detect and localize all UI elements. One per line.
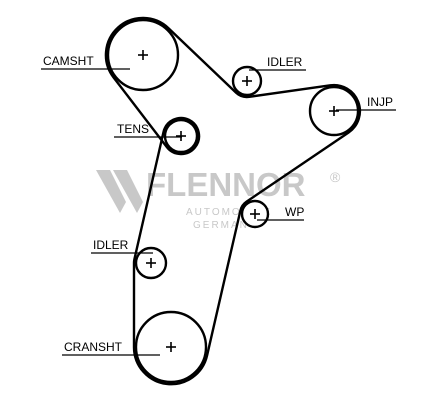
leader-lines: [41, 68, 396, 356]
label-idler-bottom: IDLER: [93, 238, 129, 252]
flennor-logo-stroke-1: [96, 170, 126, 213]
plus-mark-icon: [176, 131, 186, 141]
plus-mark-icon: [329, 106, 339, 116]
plus-mark-icon: [138, 50, 148, 60]
label-crankshaft: CRANSHT: [64, 340, 123, 354]
plus-mark-icon: [242, 76, 252, 86]
plus-mark-icon: [166, 342, 176, 352]
component-labels: CAMSHT IDLER INJP TENS WP IDLER CRANSHT: [43, 54, 393, 354]
label-idler-top: IDLER: [267, 55, 303, 69]
label-camshaft: CAMSHT: [43, 54, 94, 68]
watermark-line1: AUTOMOTIVE: [186, 207, 272, 218]
flennor-logo-stroke-2: [113, 170, 143, 213]
watermark-registered-mark: ®: [330, 169, 341, 185]
label-injection-pump: INJP: [367, 95, 393, 109]
label-water-pump: WP: [285, 205, 304, 219]
watermark-brand: FLENNOR: [146, 166, 306, 203]
label-tensioner: TENS: [117, 122, 149, 136]
plus-mark-icon: [250, 209, 260, 219]
watermark-line2: GERMANY: [193, 220, 258, 231]
flennor-watermark: FLENNOR ® AUTOMOTIVE GERMANY: [96, 166, 341, 231]
pulley-centre-marks: [138, 50, 339, 352]
plus-mark-icon: [146, 258, 156, 268]
